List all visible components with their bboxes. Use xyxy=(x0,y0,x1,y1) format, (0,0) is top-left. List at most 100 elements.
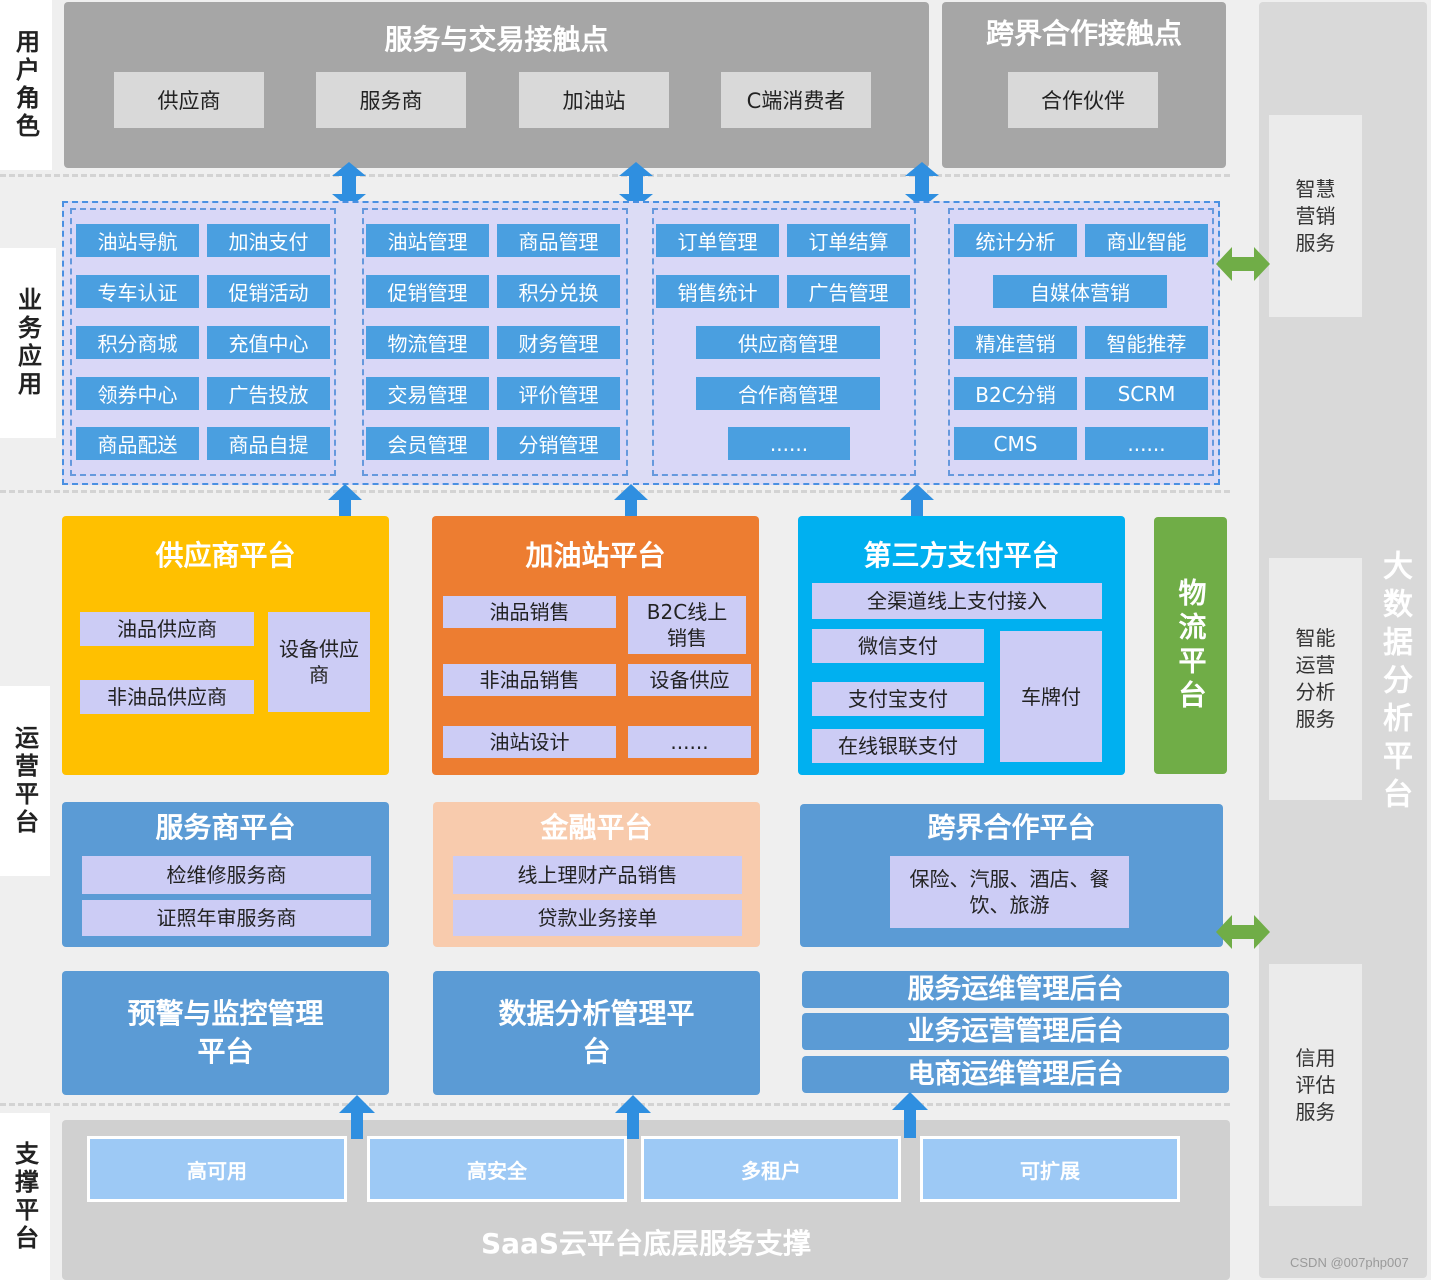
app-item: ...... xyxy=(728,427,850,460)
monitor-platform: 预警与监控管理平台 xyxy=(62,971,389,1095)
cross-platform-title: 跨界合作平台 xyxy=(927,811,1096,844)
app-item: 销售统计 xyxy=(656,275,779,308)
bigdata-service-operation: 智能运营分析服务 xyxy=(1269,558,1362,800)
payment-platform-title: 第三方支付平台 xyxy=(863,539,1060,572)
double-arrow-icon xyxy=(619,162,653,208)
cross-touchpoint-panel: 跨界合作接触点 xyxy=(942,2,1226,168)
sub-box: 贷款业务接单 xyxy=(453,900,742,936)
separator-line xyxy=(0,1103,1230,1106)
sub-box: 检维修服务商 xyxy=(82,856,371,894)
app-item: 精准营销 xyxy=(954,326,1077,359)
logistics-platform-title: 物流平台 xyxy=(1174,577,1208,714)
app-item: 订单管理 xyxy=(656,224,779,257)
gas-station-platform-title: 加油站平台 xyxy=(525,539,666,572)
double-arrow-icon xyxy=(905,162,939,208)
arrow-up-icon xyxy=(614,484,648,518)
backend-ecommerce-ops: 电商运维管理后台 xyxy=(802,1056,1229,1093)
app-item: 加油支付 xyxy=(207,224,330,257)
bigdata-platform-title: 大数据分析平台 xyxy=(1377,550,1412,816)
support-high-availability: 高可用 xyxy=(87,1136,347,1202)
role-partner: 合作伙伴 xyxy=(1008,72,1158,128)
sub-box: 在线银联支付 xyxy=(812,729,984,763)
bigdata-service-marketing: 智慧营销服务 xyxy=(1269,115,1362,317)
separator-line xyxy=(0,174,1230,177)
app-item: 交易管理 xyxy=(366,377,489,410)
side-label-support-platform: 支撑平台 xyxy=(0,1113,50,1280)
sub-box: B2C线上销售 xyxy=(628,596,746,654)
backend-business-ops: 业务运营管理后台 xyxy=(802,1013,1229,1050)
app-item: 专车认证 xyxy=(76,275,199,308)
support-multi-tenant: 多租户 xyxy=(641,1136,901,1202)
support-high-security: 高安全 xyxy=(367,1136,627,1202)
sub-box: 设备供应商 xyxy=(268,612,370,712)
sub-box: 支付宝支付 xyxy=(812,682,984,716)
arrow-up-icon xyxy=(892,1092,928,1138)
arrow-up-icon xyxy=(615,1095,651,1139)
sub-box: 线上理财产品销售 xyxy=(453,856,742,894)
app-item: 供应商管理 xyxy=(696,326,880,359)
double-arrow-icon xyxy=(332,162,366,208)
arrow-up-icon xyxy=(339,1095,375,1139)
service-touchpoint-title: 服务与交易接触点 xyxy=(384,23,609,56)
role-supplier: 供应商 xyxy=(114,72,264,128)
sub-box: 油品销售 xyxy=(443,596,616,628)
app-item: 积分商城 xyxy=(76,326,199,359)
sub-box: ...... xyxy=(628,726,751,758)
cross-touchpoint-title: 跨界合作接触点 xyxy=(985,17,1182,50)
app-item: 自媒体营销 xyxy=(993,275,1167,308)
role-gas-station: 加油站 xyxy=(519,72,669,128)
sub-box: 非油品供应商 xyxy=(80,680,254,714)
app-item: 促销管理 xyxy=(366,275,489,308)
horizontal-double-arrow-icon xyxy=(1216,915,1270,949)
arrow-up-icon xyxy=(900,484,934,518)
support-platform-title: SaaS云平台底层服务支撑 xyxy=(480,1227,812,1260)
watermark: CSDN @007php007 xyxy=(1290,1255,1409,1270)
app-item: 领券中心 xyxy=(76,377,199,410)
horizontal-double-arrow-icon xyxy=(1216,247,1270,281)
sub-box: 微信支付 xyxy=(812,629,984,663)
app-item: 商业智能 xyxy=(1085,224,1208,257)
app-item: B2C分销 xyxy=(954,377,1077,410)
arrow-up-icon xyxy=(328,484,362,518)
separator-line xyxy=(0,490,1230,493)
side-label-business-apps: 业务应用 xyxy=(0,248,56,438)
app-item: SCRM xyxy=(1085,377,1208,410)
data-platform: 数据分析管理平台 xyxy=(433,971,760,1095)
app-item: 商品管理 xyxy=(497,224,620,257)
sub-box: 车牌付 xyxy=(1000,631,1102,762)
backend-service-ops: 服务运维管理后台 xyxy=(802,971,1229,1008)
sub-box: 证照年审服务商 xyxy=(82,900,371,936)
app-item: 商品配送 xyxy=(76,427,199,460)
finance-platform-title: 金融平台 xyxy=(540,811,653,844)
supplier-platform-title: 供应商平台 xyxy=(155,539,296,572)
app-item: 会员管理 xyxy=(366,427,489,460)
role-service-provider: 服务商 xyxy=(316,72,466,128)
app-item: 油站导航 xyxy=(76,224,199,257)
app-item: 促销活动 xyxy=(207,275,330,308)
support-scalable: 可扩展 xyxy=(920,1136,1180,1202)
app-item: ...... xyxy=(1085,427,1208,460)
app-item: 商品自提 xyxy=(207,427,330,460)
sub-box: 油品供应商 xyxy=(80,612,254,646)
app-item: 物流管理 xyxy=(366,326,489,359)
sub-box: 非油品销售 xyxy=(443,664,616,696)
monitor-platform-title: 预警与监控管理平台 xyxy=(127,997,324,1068)
app-item: 广告管理 xyxy=(787,275,910,308)
sub-box: 设备供应 xyxy=(628,664,751,696)
app-item: 评价管理 xyxy=(497,377,620,410)
app-item: 充值中心 xyxy=(207,326,330,359)
app-item: 订单结算 xyxy=(787,224,910,257)
sub-box: 保险、汽服、酒店、餐饮、旅游 xyxy=(890,856,1129,928)
app-item: 分销管理 xyxy=(497,427,620,460)
logistics-platform: 物流平台 xyxy=(1154,517,1227,774)
app-item: 积分兑换 xyxy=(497,275,620,308)
app-item: 统计分析 xyxy=(954,224,1077,257)
side-label-user-roles: 用户角色 xyxy=(0,0,52,170)
sub-box: 全渠道线上支付接入 xyxy=(812,583,1102,619)
role-consumer: C端消费者 xyxy=(721,72,871,128)
app-item: 油站管理 xyxy=(366,224,489,257)
data-platform-title: 数据分析管理平台 xyxy=(498,997,695,1068)
side-label-operation-platform: 运营平台 xyxy=(0,686,50,876)
app-item: 合作商管理 xyxy=(696,377,880,410)
app-item: 财务管理 xyxy=(497,326,620,359)
